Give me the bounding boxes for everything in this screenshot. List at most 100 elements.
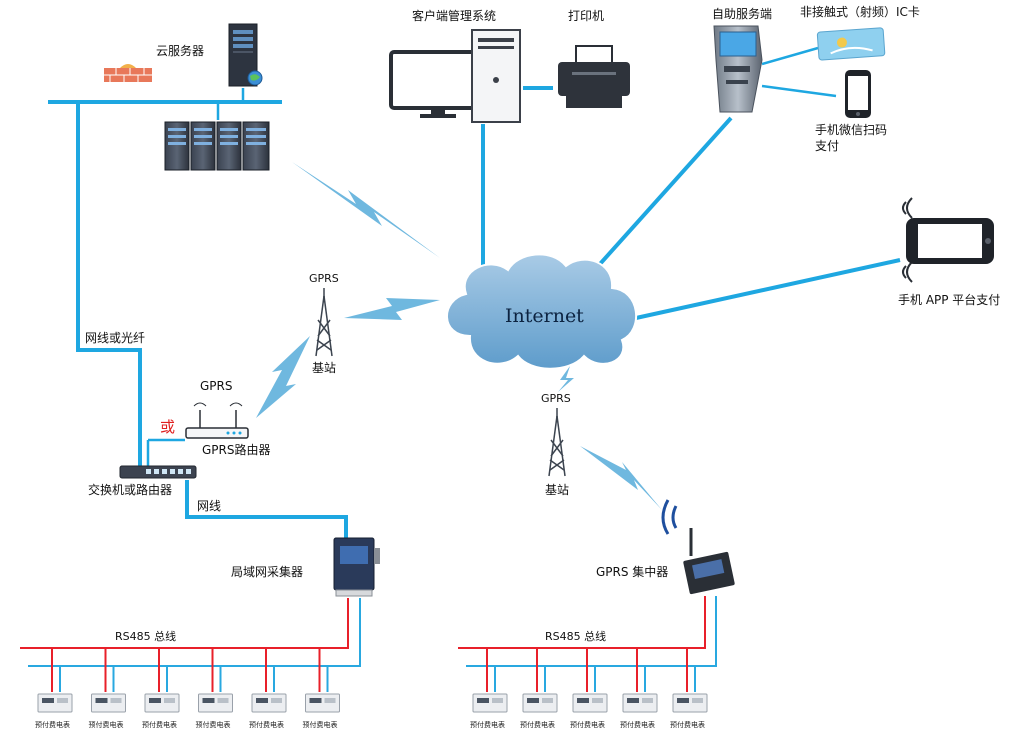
app-pay: 手机 APP 平台支付	[898, 197, 1000, 307]
rack-servers-icon	[164, 121, 270, 171]
wechat-pay: 手机微信扫码 支付	[815, 70, 887, 153]
prepaid-meter: 预付费电表	[303, 648, 340, 729]
meter-icon	[305, 693, 340, 713]
meter-label: 预付费电表	[89, 720, 124, 729]
meter-label: 预付费电表	[470, 720, 505, 729]
gprs-concentrator-label: GPRS 集中器	[596, 564, 668, 579]
bolt-router-station	[256, 336, 310, 418]
meter-label: 预付费电表	[35, 720, 70, 729]
rs485-left-label: RS485 总线	[115, 629, 176, 643]
client-system-label: 客户端管理系统	[412, 8, 496, 23]
landscape-phone-icon	[906, 218, 994, 264]
meter-icon	[144, 693, 180, 713]
base-station-top-label: 基站	[312, 361, 336, 375]
meter-icon	[522, 693, 558, 713]
bolt-cloud-internet	[292, 162, 440, 258]
internet-app-line	[635, 258, 901, 320]
wechat-pay-label-2: 支付	[815, 139, 839, 153]
kiosk-icon	[713, 25, 763, 113]
client-system: 客户端管理系统	[389, 8, 521, 123]
bolt-station-concentrator	[580, 446, 662, 510]
meter-icon	[672, 693, 708, 713]
right-meters: 预付费电表 预付费电表 预付费电表 预付费电表 预付费电表	[470, 648, 708, 729]
meter-label: 预付费电表	[670, 720, 705, 729]
switch-icon	[119, 465, 197, 479]
switch-router-label: 交换机或路由器	[88, 482, 172, 497]
collector-device-icon	[333, 537, 380, 597]
wifi-signal-icon	[902, 197, 913, 283]
ic-card-label: 非接触式（射频）IC卡	[800, 4, 920, 19]
bolt-station-internet	[344, 298, 440, 320]
base-station-top: GPRS 基站	[309, 272, 339, 375]
gprs-router-gprs-label: GPRS	[200, 379, 233, 393]
base-station-bottom-label: 基站	[545, 483, 569, 497]
or-label: 或	[160, 418, 175, 436]
lan-collector: 局域网采集器	[231, 537, 380, 597]
antenna-tower-icon	[315, 288, 333, 357]
network-links	[48, 46, 901, 538]
right-bus-red	[458, 596, 706, 649]
firewall-icon	[104, 64, 152, 82]
net-cable-label: 网线	[197, 499, 221, 513]
app-pay-label: 手机 APP 平台支付	[898, 292, 1000, 307]
prepaid-meter: 预付费电表	[670, 648, 708, 729]
kiosk-phone-line	[761, 84, 837, 98]
self-service-label: 自助服务端	[712, 6, 772, 21]
bolt-internet-gprs	[558, 366, 574, 392]
meter-label: 预付费电表	[520, 720, 555, 729]
left-bus-blue	[28, 598, 361, 667]
prepaid-meter: 预付费电表	[89, 648, 126, 729]
base-station-bottom: GPRS 基站	[541, 392, 571, 497]
meter-icon	[572, 693, 608, 713]
cloud-icon	[446, 253, 638, 370]
gprs-router-label: GPRS路由器	[202, 442, 271, 457]
meter-icon	[198, 693, 233, 713]
printer-icon	[558, 45, 630, 108]
wechat-pay-label-1: 手机微信扫码	[815, 123, 887, 137]
meter-icon	[91, 693, 126, 713]
meter-label: 预付费电表	[196, 720, 231, 729]
router-icon	[185, 402, 249, 439]
left-meters: 预付费电表 预付费电表 预付费电表 预付费电表 预付费电表 预付费电表	[35, 648, 340, 729]
right-bus-blue	[466, 596, 717, 667]
internet-label: Internet	[505, 305, 584, 327]
wireless-bolts	[256, 162, 662, 510]
meter-label: 预付费电表	[303, 720, 338, 729]
meter-icon	[251, 693, 287, 713]
ic-card-icon	[816, 27, 886, 61]
gprs-bottom-label: GPRS	[541, 392, 571, 405]
rs485-left-bus: RS485 总线 预付费电表 预付费电表 预付费电表 预付费电表 预付费电表 预付费电表	[20, 598, 361, 729]
gprs-top-label: GPRS	[309, 272, 339, 285]
rs485-right-bus: RS485 总线 预付费电表 预付费电表 预付费电表 预付费电表 预付费电表	[458, 596, 717, 729]
monitor-icon	[389, 50, 487, 118]
internet-cloud: Internet	[446, 253, 638, 370]
meter-icon	[37, 693, 73, 713]
gprs-router: GPRS 或 GPRS路由器	[160, 379, 271, 457]
smartphone-icon	[845, 70, 871, 118]
antenna-tower-bottom-icon	[548, 408, 566, 477]
prepaid-meter: 预付费电表	[520, 648, 558, 729]
prepaid-meter: 预付费电表	[570, 648, 608, 729]
concentrator-device-icon	[683, 528, 735, 595]
printer: 打印机	[558, 9, 630, 108]
kiosk-card-line	[761, 46, 819, 66]
cloud-server: 云服务器	[104, 23, 270, 171]
meter-label: 预付费电表	[570, 720, 605, 729]
meter-label: 预付费电表	[142, 720, 177, 729]
prepaid-meter: 预付费电表	[142, 648, 180, 729]
prepaid-meter: 预付费电表	[35, 648, 73, 729]
left-bus-red	[20, 598, 349, 649]
concentrator-wifi-icon	[661, 499, 678, 535]
meter-icon	[472, 693, 508, 713]
kiosk-internet-line	[589, 116, 733, 276]
meter-label: 预付费电表	[249, 720, 284, 729]
switch-collector-line	[185, 480, 348, 538]
cloud-server-label: 云服务器	[156, 43, 204, 58]
cable-fiber-label: 网线或光纤	[85, 331, 145, 345]
prepaid-meter: 预付费电表	[196, 648, 233, 729]
pc-tower-icon	[471, 29, 521, 123]
cable-fiber-line	[76, 102, 142, 470]
meter-label: 预付费电表	[620, 720, 655, 729]
tower-server-icon	[228, 23, 263, 87]
rs485-right-label: RS485 总线	[545, 629, 606, 643]
